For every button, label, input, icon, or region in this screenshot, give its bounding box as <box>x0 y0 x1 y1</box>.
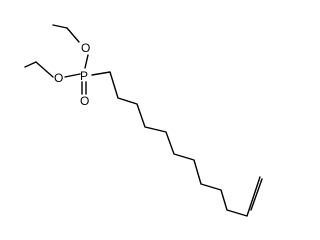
atom-label-o-double: O <box>80 94 89 108</box>
atom-label-o-lower: O <box>54 71 63 85</box>
lower-ethoxy-group <box>24 61 81 78</box>
atom-label-phosphorus: P <box>80 69 88 83</box>
bond-lower-ethyl <box>35 61 54 78</box>
bond-upper-o-p <box>84 54 89 69</box>
bond-lower-methyl <box>24 61 37 68</box>
bond-lower-o-p <box>64 73 81 78</box>
phosphoryl-double-bond <box>81 81 87 95</box>
molecule-structure: O O P O <box>24 24 263 217</box>
alkyl-chain <box>91 71 261 217</box>
terminal-alkene-double-bond <box>250 178 263 211</box>
structure-canvas: O O P O <box>24 24 263 217</box>
upper-ethoxy-group <box>52 24 89 69</box>
atom-label-o-upper: O <box>81 41 90 55</box>
bond-upper-methyl <box>52 24 68 29</box>
bond-upper-ethyl <box>66 27 80 43</box>
